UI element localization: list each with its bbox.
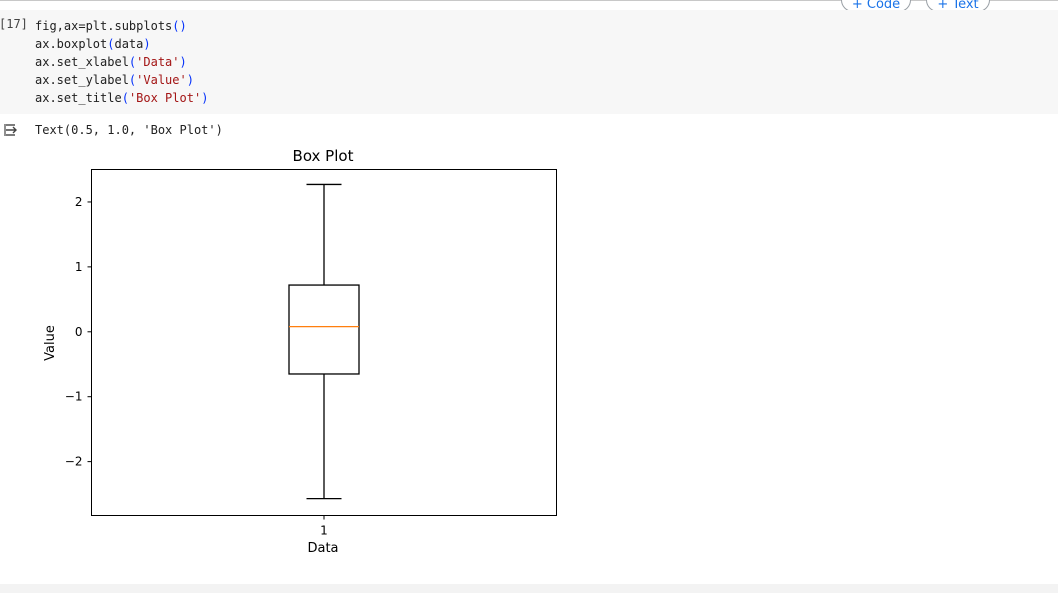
code-line: ax.set_title('Box Plot') [35,91,208,105]
code-token: fig,ax=plt.subplots [35,19,173,33]
code-cell[interactable]: [17] fig,ax=plt.subplots() ax.boxplot(da… [0,10,1058,114]
iqr-box [288,284,360,375]
code-token: ax.set_title [35,91,122,105]
output-toggle-icon[interactable] [3,121,21,139]
code-editor[interactable]: fig,ax=plt.subplots() ax.boxplot(data) a… [35,17,208,107]
x-axis: 1 [320,515,328,538]
code-token: data [114,37,144,51]
execution-count: [17] [0,17,28,31]
output-text: Text(0.5, 1.0, 'Box Plot') [35,123,223,137]
y-tick-label: 2 [75,195,83,209]
code-token: ) [179,55,187,69]
code-token: () [172,19,187,33]
x-axis-label: Data [307,541,338,556]
toolbar-divider [0,0,1058,1]
code-token: ax.set_ylabel [35,73,129,87]
y-tick-label: 0 [75,325,83,339]
code-token: ) [143,37,151,51]
code-token: ( [107,37,115,51]
code-token: ax.set_xlabel [35,55,129,69]
code-line: ax.set_xlabel('Data') [35,55,187,69]
code-token: 'Box Plot' [128,91,202,105]
code-token: ( [128,73,137,87]
box-series [288,183,360,500]
x-tick-label: 1 [320,524,328,538]
code-token: 'Value' [136,73,187,87]
y-axis-label: Value [43,325,58,361]
code-token: ) [201,91,209,105]
chart-title: Box Plot [293,147,354,165]
code-line: fig,ax=plt.subplots() [35,19,187,33]
code-token: 'Data' [136,55,180,69]
code-token: ax.boxplot [35,37,108,51]
y-tick-label: 1 [75,260,83,274]
code-token: ( [128,55,137,69]
code-token: ( [121,91,129,105]
code-line: ax.boxplot(data) [35,37,151,51]
code-token: ) [186,73,194,87]
y-tick-label: −2 [65,455,83,469]
y-tick-label: −1 [65,390,83,404]
box-plot-figure: Box Plot −2 −1 0 1 2 1 Data Value [43,147,557,556]
code-line: ax.set_ylabel('Value') [35,73,194,87]
cell-footer [0,584,1058,593]
y-axis: −2 −1 0 1 2 [65,195,92,469]
